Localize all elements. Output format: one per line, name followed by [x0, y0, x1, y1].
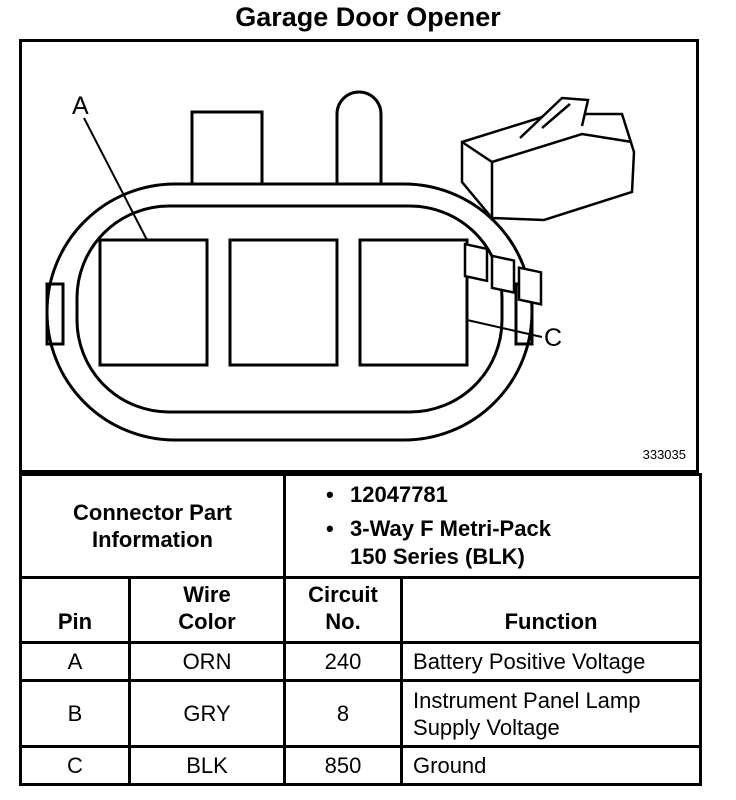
connector-face-drawing	[45, 90, 636, 442]
table-header-row: Pin Wire Color Circuit No. Function	[19, 576, 703, 644]
function-cell: Instrument Panel Lamp Supply Voltage	[400, 679, 703, 748]
reference-number: 333035	[642, 447, 686, 462]
connector-housing-inner	[75, 204, 504, 414]
circuit-cell: 8	[283, 679, 404, 748]
header-pin: Pin	[19, 576, 131, 644]
pin-a-label: A	[72, 92, 89, 120]
connector-part-info-values: • 12047781 • 3-Way F Metri-Pack 150 Seri…	[283, 473, 703, 579]
pin-cell: C	[19, 745, 131, 786]
connector-diagram: A C 333035	[19, 39, 699, 473]
circuit-cell: 240	[283, 641, 404, 682]
function-cell: Ground	[400, 745, 703, 786]
leader-line-c	[466, 319, 543, 338]
table-row: C BLK 850 Ground	[19, 745, 703, 786]
page-title: Garage Door Opener	[235, 2, 501, 32]
header-circuit-no-text: Circuit No.	[308, 582, 378, 634]
cavity-b	[228, 238, 339, 367]
table-row: A ORN 240 Battery Positive Voltage	[19, 641, 703, 682]
part-number: 12047781	[350, 482, 448, 507]
connector-isometric-view	[460, 96, 636, 306]
connector-type-item: • 3-Way F Metri-Pack 150 Series (BLK)	[326, 515, 699, 571]
connector-part-info-label: Connector Part Information	[18, 473, 287, 579]
wire-color-cell: ORN	[127, 641, 287, 682]
connector-pinout-table: Connector Part Information • 12047781 • …	[18, 473, 703, 786]
wire-color-cell: BLK	[127, 745, 287, 786]
connector-type: 3-Way F Metri-Pack 150 Series (BLK)	[350, 516, 551, 569]
polarizing-key	[335, 90, 383, 213]
header-wire-color-text: Wire Color	[178, 582, 236, 634]
leader-line-a	[83, 117, 148, 241]
bullet-icon: •	[326, 482, 334, 507]
bullet-icon: •	[326, 516, 334, 541]
cavity-a	[98, 238, 209, 367]
pin-c-label: C	[544, 324, 563, 352]
header-circuit-no: Circuit No.	[283, 576, 404, 644]
cavity-c	[358, 238, 469, 367]
header-function: Function	[400, 576, 703, 644]
pin-cell: B	[19, 679, 131, 748]
wire-color-cell: GRY	[127, 679, 287, 748]
connector-part-info-row: Connector Part Information • 12047781 • …	[18, 473, 703, 579]
table-row: B GRY 8 Instrument Panel Lamp Supply Vol…	[19, 679, 703, 748]
latch-tab	[190, 110, 264, 188]
function-cell-text: Instrument Panel Lamp Supply Voltage	[413, 687, 641, 740]
part-number-item: • 12047781	[326, 481, 699, 509]
header-wire-color: Wire Color	[127, 576, 287, 644]
pin-cell: A	[19, 641, 131, 682]
function-cell: Battery Positive Voltage	[400, 641, 703, 682]
circuit-cell: 850	[283, 745, 404, 786]
side-tab-left	[45, 282, 65, 346]
